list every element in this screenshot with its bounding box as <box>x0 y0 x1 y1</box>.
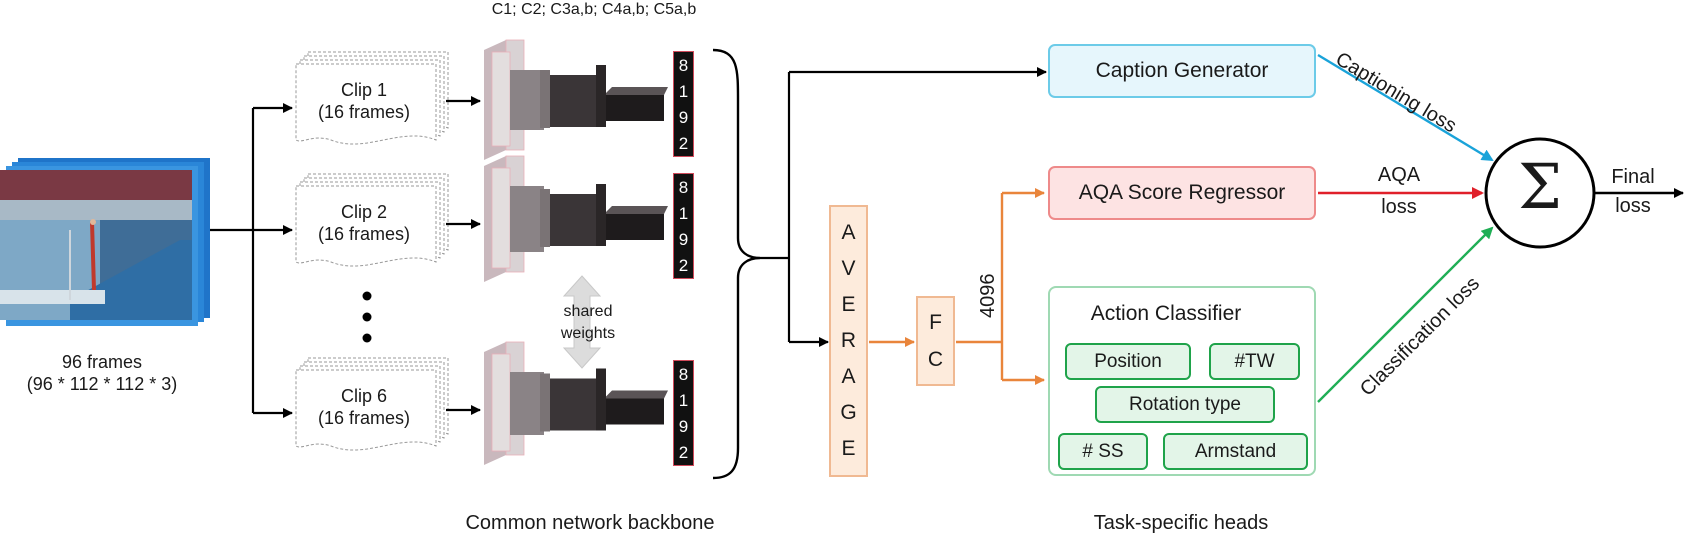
feature-digit: 9 <box>678 229 689 249</box>
clip-2-frames: (16 frames) <box>317 224 411 244</box>
action-classifier-title: Action Classifier <box>1090 302 1242 325</box>
average-letter: G <box>840 401 857 424</box>
average-letter: A <box>841 221 856 244</box>
backbone-layers-label: C1; C2; C3a,b; C4a,b; C5a,b <box>491 1 697 18</box>
input-frames-label: 96 frames <box>61 352 143 372</box>
feature-vector: 8 1 9 2 <box>673 51 694 157</box>
feature-vector: 8 1 9 2 <box>673 360 694 466</box>
feature-digit: 1 <box>678 81 689 101</box>
fc-box: F C <box>916 296 955 386</box>
captioning-loss-arrow <box>1317 53 1494 162</box>
fc-letter: C <box>927 347 944 371</box>
fc-letter: F <box>929 310 942 334</box>
shared-label-1: shared <box>563 303 613 320</box>
feature-digit: 8 <box>678 364 689 384</box>
heads-section-label: Task-specific heads <box>1093 512 1269 534</box>
fc-dim-label: 4096 <box>977 273 999 319</box>
clip-shape <box>295 369 437 451</box>
backbone-block <box>484 341 668 465</box>
armstand-item: Armstand <box>1163 433 1308 470</box>
final-loss-label-1: Final <box>1611 166 1655 188</box>
backbone-block <box>484 39 668 160</box>
rotation-type-item: Rotation type <box>1095 386 1275 423</box>
clip-6-frames: (16 frames) <box>317 408 411 428</box>
backbone-section-label: Common network backbone <box>465 512 715 534</box>
caption-generator-box: Caption Generator <box>1048 44 1316 98</box>
tw-item: #TW <box>1209 343 1300 380</box>
orange-connectors <box>869 188 1045 385</box>
feature-vector: 8 1 9 2 <box>673 173 694 279</box>
feature-digit: 2 <box>678 255 689 275</box>
average-box: A V E R A G E <box>829 205 868 477</box>
clip-1-name: Clip 1 <box>340 80 388 100</box>
aqa-regressor-box: AQA Score Regressor <box>1048 166 1316 220</box>
feature-digit: 9 <box>678 416 689 436</box>
clip-2-name: Clip 2 <box>340 202 388 222</box>
clip-arrows <box>446 96 481 415</box>
input-dims-label: (96 * 112 * 112 * 3) <box>26 374 178 394</box>
classification-loss-arrow <box>1317 226 1494 403</box>
feature-digit: 8 <box>678 55 689 75</box>
backbone-block <box>484 155 668 282</box>
average-letter: R <box>840 329 857 352</box>
feature-digit: 2 <box>678 133 689 153</box>
clip-shape <box>295 185 437 267</box>
clip-shapes <box>295 51 449 451</box>
average-letter: E <box>841 293 856 316</box>
average-letter: V <box>841 257 856 280</box>
video-frames-stack <box>0 158 210 326</box>
backbone-blocks <box>484 39 668 465</box>
brace-connectors <box>760 67 1047 347</box>
feature-digit: 2 <box>678 442 689 462</box>
ss-item: # SS <box>1058 433 1148 470</box>
ellipsis-dots <box>362 291 372 343</box>
shared-weights-arrow <box>562 275 602 369</box>
average-letter: A <box>841 365 856 388</box>
feature-digit: 1 <box>678 390 689 410</box>
shared-label-2: weights <box>560 325 616 342</box>
aqa-loss-label-2: loss <box>1381 196 1417 218</box>
feature-digit: 9 <box>678 107 689 127</box>
final-loss-label-2: loss <box>1615 195 1651 217</box>
average-letter: E <box>841 437 856 460</box>
clip-1-frames: (16 frames) <box>317 102 411 122</box>
sum-symbol: Σ <box>1518 150 1562 223</box>
feature-brace <box>712 48 761 480</box>
aqa-loss-label-1: AQA <box>1377 164 1421 186</box>
input-connectors <box>210 103 293 418</box>
position-item: Position <box>1065 343 1191 380</box>
clip-6-name: Clip 6 <box>340 386 388 406</box>
clip-shape <box>295 63 437 145</box>
feature-digit: 1 <box>678 203 689 223</box>
feature-digit: 8 <box>678 177 689 197</box>
